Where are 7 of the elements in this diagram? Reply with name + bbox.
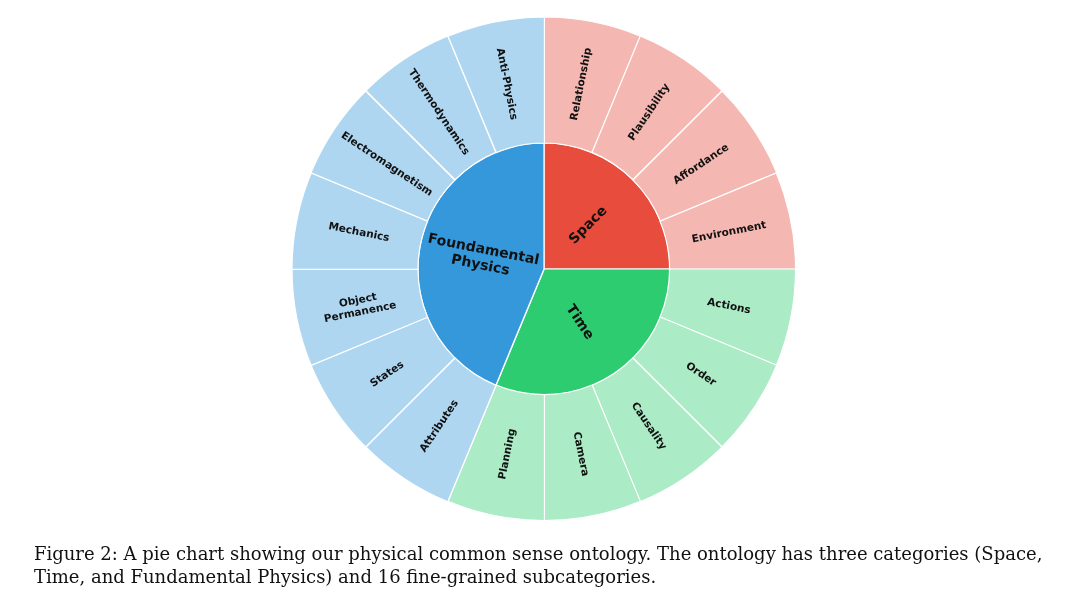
segment-label: Camera xyxy=(570,431,591,478)
category-wedge xyxy=(544,143,670,269)
figure-caption: Figure 2: A pie chart showing our physical common sense ontology. The ontology has three categories (Space, Time, and Fundamental Physics) and 16 fine-grained subcategories. xyxy=(34,542,1044,588)
subcategory-segment xyxy=(365,358,496,502)
subcategory-segment xyxy=(592,358,723,502)
segment-label: Actions xyxy=(706,295,753,316)
subcategory-segment xyxy=(633,317,777,448)
